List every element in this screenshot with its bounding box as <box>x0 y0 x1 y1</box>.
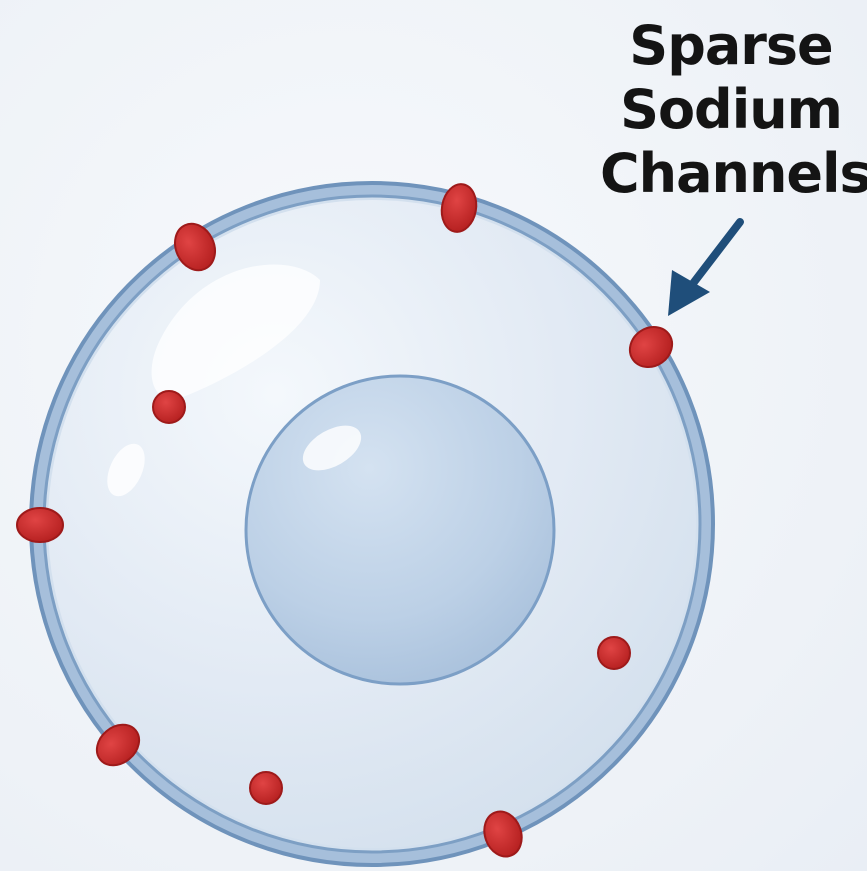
callout-label: Sparse Sodium Channels <box>600 14 862 206</box>
sodium-channel <box>598 637 630 669</box>
nucleus-icon <box>246 376 554 684</box>
sodium-channel <box>250 772 282 804</box>
callout-line-1: Sparse <box>600 14 862 78</box>
arrow-head <box>668 270 710 316</box>
sodium-channel <box>153 391 185 423</box>
arrow-icon <box>668 222 740 316</box>
nucleus <box>246 376 554 684</box>
sodium-channel <box>17 508 63 542</box>
arrow-shaft <box>688 222 740 290</box>
callout-line-3: Channels <box>600 142 862 206</box>
callout-line-2: Sodium <box>600 78 862 142</box>
